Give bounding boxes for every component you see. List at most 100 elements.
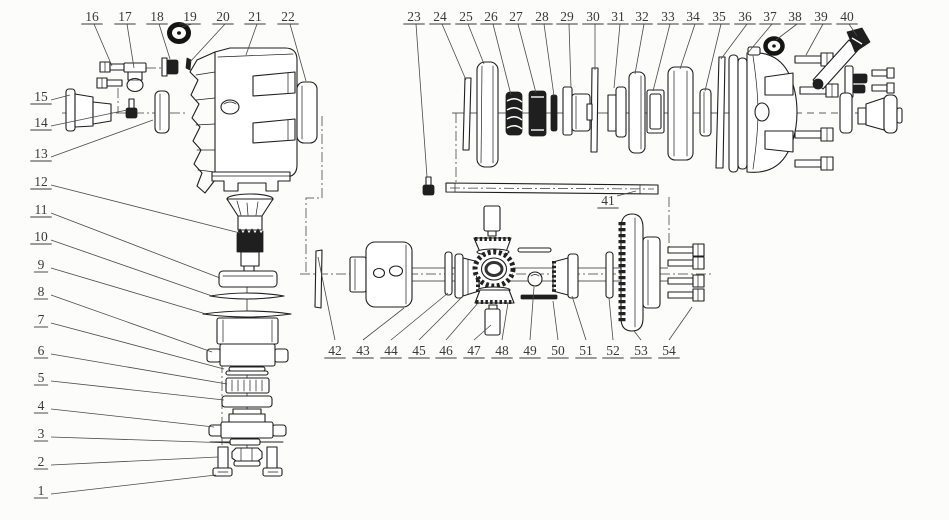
callout-52: 52: [606, 343, 620, 358]
leader-5: [50, 380, 225, 401]
callout-38: 38: [788, 9, 802, 24]
callout-26: 26: [484, 9, 498, 24]
leader-31: [613, 23, 621, 89]
callout-34: 34: [686, 9, 700, 24]
part-9-shim: [202, 310, 292, 318]
callout-16: 16: [85, 9, 99, 24]
part-47-spider-shaft-bottom: [484, 304, 501, 336]
callout-37: 37: [763, 9, 777, 24]
part-30-plate: [586, 67, 599, 153]
part-48-center-gear: [472, 249, 516, 289]
part-13-disc: [154, 90, 170, 134]
callout-36: 36: [738, 9, 752, 24]
callout-43: 43: [356, 343, 370, 358]
callout-48: 48: [495, 343, 509, 358]
leader-28: [543, 23, 555, 97]
leader-27: [517, 23, 537, 94]
leader-39: [805, 23, 824, 56]
part-bracket: [844, 65, 868, 99]
part-26-spring: [505, 91, 523, 136]
callout-11: 11: [35, 202, 48, 217]
assembly-pinion-stack: [202, 193, 292, 477]
part-22-ring: [296, 81, 318, 144]
callout-7: 7: [38, 312, 45, 327]
callout-3: 3: [38, 426, 45, 441]
callout-17: 17: [118, 9, 132, 24]
callout-45: 45: [412, 343, 426, 358]
part-21-housing: [189, 47, 298, 194]
part-52-shim: [605, 251, 614, 299]
leader-18: [158, 23, 171, 60]
callout-39: 39: [814, 9, 828, 24]
callout-20: 20: [216, 9, 230, 24]
part-44-ring: [444, 251, 453, 296]
assembly-differential: [300, 205, 714, 336]
callout-47: 47: [467, 343, 481, 358]
callout-49: 49: [523, 343, 537, 358]
leader-19: [181, 23, 193, 28]
part-24-shim: [462, 77, 472, 151]
callout-19: 19: [183, 9, 197, 24]
leader-51: [571, 295, 587, 341]
leader-14: [50, 109, 128, 127]
leader-43: [362, 307, 405, 341]
part-49-ball: [527, 271, 543, 287]
leader-16: [93, 23, 113, 67]
callout-50: 50: [551, 343, 565, 358]
leader-45: [418, 295, 464, 341]
leader-7: [50, 322, 225, 370]
leader-46: [445, 302, 479, 341]
part-47-spider-shaft-top: [483, 205, 501, 237]
part-37-bell-housing: [728, 46, 798, 173]
callout-53: 53: [634, 343, 648, 358]
part-39-bolts: [794, 52, 839, 171]
centerline-connector: [305, 116, 323, 272]
part-16-bolts: [96, 61, 126, 89]
leader-12: [50, 184, 241, 234]
leader-22: [289, 23, 307, 82]
callout-29: 29: [560, 9, 574, 24]
callout-14: 14: [34, 115, 48, 130]
leader-4: [50, 408, 215, 428]
part-53-ring-gear: [618, 213, 661, 332]
part-32-drum: [628, 71, 646, 154]
leader-48: [501, 302, 509, 341]
callout-12: 12: [34, 174, 48, 189]
leader-32: [634, 23, 645, 75]
leader-2: [50, 456, 219, 466]
callout-1: 1: [38, 483, 45, 498]
leader-8: [50, 294, 213, 353]
callout-21: 21: [248, 9, 262, 24]
callout-42: 42: [328, 343, 342, 358]
part-40-lever: [812, 27, 871, 90]
part-41-shaft-bar: [445, 182, 659, 195]
part-34-drum: [667, 66, 694, 161]
callout-5: 5: [38, 370, 45, 385]
leader-33: [652, 23, 671, 92]
leader-37: [746, 23, 773, 55]
part-20-pin: [185, 57, 192, 71]
callout-30: 30: [586, 9, 600, 24]
callout-44: 44: [384, 343, 398, 358]
callout-2: 2: [38, 454, 45, 469]
leader-35: [704, 23, 722, 92]
callout-15: 15: [34, 89, 48, 104]
callout-54: 54: [662, 343, 676, 358]
part-7-shim-stack: [225, 366, 269, 376]
leader-17: [126, 23, 135, 69]
part-12-bevel-pinion: [226, 193, 274, 273]
leader-36: [720, 23, 748, 60]
callout-9: 9: [38, 257, 45, 272]
leader-52: [608, 297, 614, 341]
part-step-block: [228, 408, 266, 424]
assembly-gearcase: [62, 22, 323, 272]
part-33-cylinder: [646, 89, 665, 134]
callout-13: 13: [34, 146, 48, 161]
part-1-nut-washer: [231, 447, 263, 467]
callout-23: 23: [407, 9, 421, 24]
leader-47: [473, 324, 492, 341]
part-end-cap: [839, 92, 903, 134]
leader-25: [467, 23, 485, 65]
